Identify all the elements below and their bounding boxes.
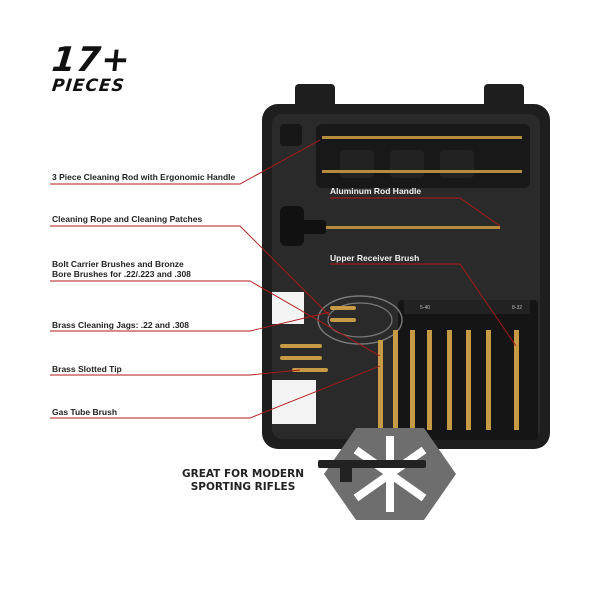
case-label-8-32: 8-32 — [512, 305, 523, 311]
bore-brush-1 — [378, 340, 383, 430]
cleaning-rod-3 — [320, 226, 500, 229]
brass-slotted-tip — [292, 368, 328, 372]
callout-jags: Brass Cleaning Jags: .22 and .308 — [52, 320, 190, 330]
bore-brush-2 — [393, 330, 398, 430]
tagline-line2: SPORTING RIFLES — [190, 481, 296, 493]
bore-brush-5 — [447, 330, 452, 430]
patch-stack-2 — [272, 380, 316, 424]
case-latch — [280, 124, 302, 146]
bore-brush-7 — [486, 330, 491, 430]
tagline: GREAT FOR MODERN SPORTING RIFLES — [168, 468, 318, 494]
callout-rope-patches: Cleaning Rope and Cleaning Patches — [52, 214, 203, 224]
rod-handle-neck — [302, 220, 326, 234]
callout-brushes-line2: Bore Brushes for .22/.223 and .308 — [52, 269, 191, 279]
bore-brush-4 — [427, 330, 432, 430]
callout-cleaning-rod: 3 Piece Cleaning Rod with Ergonomic Hand… — [52, 172, 236, 182]
rifle-silhouette — [318, 460, 426, 468]
bore-brush-6 — [466, 330, 471, 430]
patch-stack-1 — [272, 292, 304, 324]
tagline-line1: GREAT FOR MODERN — [182, 468, 304, 480]
brass-jag-4 — [280, 356, 322, 360]
brass-jag-1 — [330, 306, 356, 310]
brass-jag-3 — [280, 344, 322, 348]
callout-gas-tube-brush: Gas Tube Brush — [52, 407, 118, 417]
callout-rod-handle: Aluminum Rod Handle — [330, 186, 422, 196]
callout-leaders — [50, 139, 517, 419]
bore-brush-3 — [410, 330, 415, 430]
callout-receiver-brush: Upper Receiver Brush — [330, 253, 420, 263]
rod-handle-grip — [280, 206, 304, 246]
cleaning-rod-2 — [322, 170, 522, 173]
callout-slotted-tip: Brass Slotted Tip — [52, 364, 122, 374]
callout-brushes-line1: Bolt Carrier Brushes and Bronze — [52, 259, 184, 269]
brass-jag-2 — [330, 318, 356, 322]
upper-receiver-brush — [514, 330, 519, 430]
case-hinge-left — [295, 84, 335, 108]
cleaning-rod-1 — [322, 136, 522, 139]
case-hinge-right — [484, 84, 524, 108]
case-label-5-40: 5-40 — [420, 305, 431, 311]
emblem-hexagon — [318, 428, 456, 520]
